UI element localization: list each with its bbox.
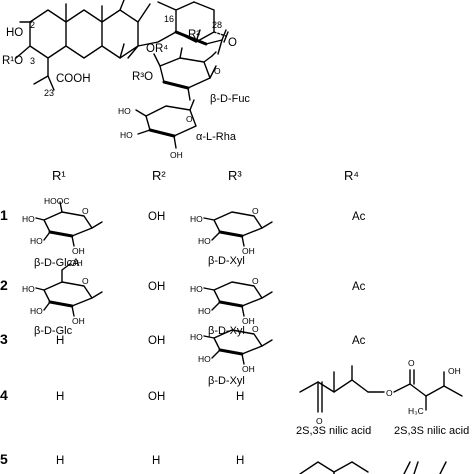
row4-carbonyl-o-1: O (316, 416, 323, 426)
row4-r1: H (56, 391, 64, 403)
fucose-ring (153, 47, 217, 101)
header-r4: R⁴ (344, 168, 359, 183)
compound-2: 2 (0, 277, 8, 293)
row5-r1: H (56, 455, 64, 467)
aglycone-core (15, 0, 229, 91)
row3-r3-name: β-D-Xyl (208, 375, 245, 387)
cooh-23-group: COOH (56, 73, 91, 85)
locant-2: 2 (30, 20, 35, 30)
compound-1: 1 (0, 207, 8, 223)
header-r2: R² (152, 168, 166, 183)
row1-r1-ho-1: HO (22, 214, 35, 224)
row2-r3-xyl-ring (203, 281, 273, 317)
row3-r3-ho-1: HO (190, 332, 203, 342)
row1-r4: Ac (352, 211, 366, 223)
row4-nilic-label-2: 2S,3S nilic acid (394, 425, 469, 437)
row1-r3-name: β-D-Xyl (208, 255, 245, 267)
row2-r1-ho-1: HO (22, 284, 35, 294)
rha-oh-1: HO (118, 106, 131, 116)
row3-r3-ho-2: HO (198, 354, 211, 364)
locant-28: 28 (212, 20, 222, 30)
row1-r1-ring-o: O (82, 206, 89, 216)
row1-r1-oh: OH (72, 246, 85, 256)
row2-r1-glc-ring (35, 263, 103, 317)
header-r3: R³ (228, 168, 242, 183)
row1-r3-oh: OH (242, 246, 255, 256)
row3-r4: Ac (352, 335, 366, 347)
row3-r2: OH (148, 335, 165, 347)
row4-r3: H (236, 391, 244, 403)
row4-h3c: H₃C (408, 406, 424, 416)
row3-r3-xyl-ring (203, 329, 273, 365)
ho-2-group: HO (6, 27, 23, 39)
row1-r3-ring-o: O (252, 206, 259, 216)
header-r1: R¹ (52, 168, 66, 183)
row2-r1-ho-2: HO (30, 306, 43, 316)
compound-3: 3 (0, 331, 8, 347)
row1-r1-ho-2: HO (30, 236, 43, 246)
row5-r2: H (152, 455, 160, 467)
r1o-group: R¹O (2, 55, 23, 67)
row4-r2: OH (148, 391, 165, 403)
compound-5: 5 (0, 451, 8, 467)
row2-r1-oh-6: OH (70, 258, 83, 268)
row3-r3-oh: OH (242, 364, 255, 374)
row2-r3-ho-1: HO (190, 284, 203, 294)
row1-hooc: HOOC (44, 196, 70, 206)
locant-16: 16 (164, 14, 174, 24)
row3-r3-ring-o: O (252, 324, 259, 334)
row4-carbonyl-o-2: O (408, 358, 415, 368)
row3-r1: H (56, 335, 64, 347)
rha-ring-o: O (186, 114, 193, 124)
row4-ester-o: O (386, 388, 393, 398)
row1-r2: OH (148, 211, 165, 223)
rhamnose-ring (135, 99, 197, 149)
row1-r1-glca-ring (35, 201, 103, 247)
carbonyl-o-28: O (228, 37, 237, 49)
row2-r3-oh: OH (242, 316, 255, 326)
row1-r3-ho-2: HO (198, 236, 211, 246)
row5-r3: H (236, 455, 244, 467)
row2-r3-ho-2: HO (198, 306, 211, 316)
row1-r1-name: β-D-GlcA (34, 257, 80, 269)
row1-r3-xyl-ring (203, 211, 273, 247)
row4-oh: OH (448, 366, 461, 376)
locant-23: 23 (44, 88, 54, 98)
row2-r3-ring-o: O (252, 276, 259, 286)
row4-nilic-label-1: 2S,3S nilic acid (296, 425, 371, 437)
r3o-group: R³O (132, 71, 153, 83)
row2-r3-name: β-D-Xyl (208, 325, 245, 337)
row2-r4: Ac (352, 281, 366, 293)
fuc-ring-o: O (214, 66, 221, 76)
row2-r2: OH (148, 281, 165, 293)
row4-r4-nilic-ester (299, 365, 463, 413)
fuc-label: β-D-Fuc (210, 93, 250, 105)
rha-label: α-L-Rha (196, 131, 237, 143)
rha-oh-3: OH (170, 150, 183, 160)
row2-r1-name: β-D-Glc (34, 325, 73, 337)
compound-4: 4 (0, 387, 8, 403)
row2-r1-ring-o: O (82, 276, 89, 286)
row5-r4-partial-ester (299, 461, 447, 474)
locant-3: 3 (30, 56, 35, 66)
rha-oh-2: HO (120, 130, 133, 140)
r2-group: R² (188, 29, 200, 41)
row1-r3-ho-1: HO (190, 214, 203, 224)
or4-group: OR⁴ (146, 43, 168, 55)
row2-r1-oh: OH (72, 316, 85, 326)
